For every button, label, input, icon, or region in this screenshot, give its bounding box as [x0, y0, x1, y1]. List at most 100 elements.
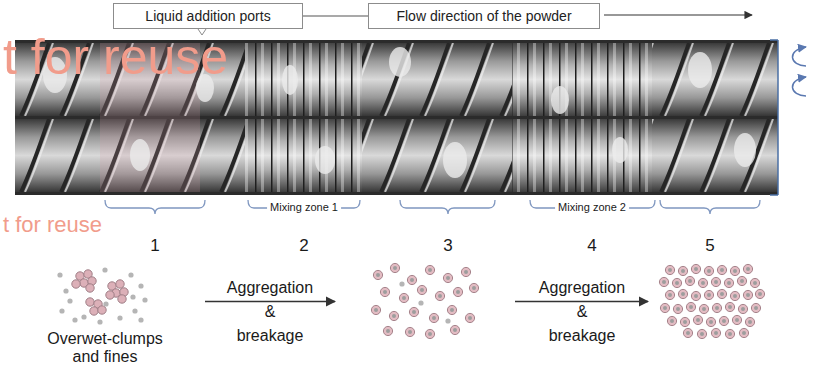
photo-frame	[770, 194, 778, 196]
fine	[142, 297, 147, 302]
granule	[417, 285, 426, 294]
granule	[660, 303, 669, 312]
granule	[399, 293, 408, 302]
particle	[86, 284, 94, 292]
process-arrow	[205, 301, 335, 303]
granule	[743, 290, 752, 299]
callout-number: 3	[443, 236, 452, 256]
granule	[443, 273, 452, 282]
particle	[116, 280, 124, 288]
powder-patch	[612, 137, 628, 163]
granule	[737, 276, 746, 285]
fine	[132, 308, 137, 313]
granule	[730, 291, 739, 300]
flow-arrow	[604, 14, 752, 15]
granule	[697, 329, 706, 338]
particle	[118, 295, 126, 303]
granule	[450, 325, 459, 334]
granule	[719, 316, 728, 325]
granule	[751, 303, 760, 312]
granule	[371, 305, 380, 314]
rotation-arrow	[792, 77, 806, 96]
conveying-element	[362, 119, 512, 192]
process-label: Aggregation & breakage	[210, 276, 330, 348]
conveying-element	[652, 43, 778, 116]
powder-patch	[551, 86, 569, 114]
fine	[128, 272, 133, 277]
granule	[447, 305, 456, 314]
particle	[86, 298, 94, 306]
granule	[673, 304, 682, 313]
callout-number: 1	[150, 236, 159, 256]
zone-bracket	[105, 200, 205, 214]
fine	[117, 315, 122, 320]
granule	[704, 266, 713, 275]
granule	[678, 289, 687, 298]
granule	[691, 291, 700, 300]
particle	[98, 306, 106, 314]
granule	[711, 328, 720, 337]
fine	[97, 319, 102, 324]
granule	[665, 290, 674, 299]
callout-number: 2	[299, 236, 308, 256]
powder-patch	[734, 133, 756, 167]
granule	[659, 277, 668, 286]
conveying-element	[652, 119, 778, 192]
fine	[399, 281, 404, 286]
granule	[755, 289, 764, 298]
powder-patch	[130, 139, 150, 171]
kneading-block	[512, 43, 652, 116]
zone-brackets	[105, 200, 760, 214]
granule	[686, 302, 695, 311]
granule	[425, 329, 434, 338]
rotation-arrow	[792, 47, 806, 66]
powder-patch	[443, 142, 467, 178]
fine	[81, 314, 86, 319]
granule	[429, 313, 438, 322]
box-label: Flow direction of the powder	[396, 8, 571, 24]
particle	[106, 291, 114, 299]
granule	[725, 302, 734, 311]
flow-direction-box: Flow direction of the powder	[368, 3, 600, 29]
granule	[730, 266, 739, 275]
granule	[739, 328, 748, 337]
powder-patch	[688, 52, 712, 88]
granule	[743, 264, 752, 273]
state-label: Overwet-clumps and fines	[39, 330, 171, 367]
fine	[138, 317, 143, 322]
process-label: Aggregation & breakage	[522, 276, 642, 348]
box-label: Liquid addition ports	[145, 8, 270, 24]
granule	[390, 263, 399, 272]
granule	[389, 311, 398, 320]
callout-number: 5	[705, 236, 714, 256]
granule	[383, 326, 392, 335]
granule	[683, 328, 692, 337]
granule	[725, 329, 734, 338]
granule	[691, 264, 700, 273]
granule	[680, 317, 689, 326]
granule	[409, 307, 418, 316]
fine	[59, 308, 64, 313]
granule	[685, 276, 694, 285]
granule	[732, 315, 741, 324]
particle-cluster	[57, 267, 147, 324]
particle	[90, 307, 98, 315]
granule	[750, 278, 759, 287]
fine	[63, 288, 68, 293]
granule	[711, 277, 720, 286]
granule	[698, 278, 707, 287]
granule	[380, 287, 389, 296]
fine	[57, 272, 62, 277]
zone-label: Mixing zone 2	[555, 201, 629, 214]
fine	[138, 283, 143, 288]
granule	[373, 270, 382, 279]
granule	[405, 327, 414, 336]
granule	[453, 287, 462, 296]
granule-cluster	[371, 263, 478, 338]
fine	[445, 318, 450, 323]
granule	[717, 265, 726, 274]
fine	[67, 298, 72, 303]
particle	[72, 280, 80, 288]
granule	[717, 289, 726, 298]
granule	[704, 290, 713, 299]
